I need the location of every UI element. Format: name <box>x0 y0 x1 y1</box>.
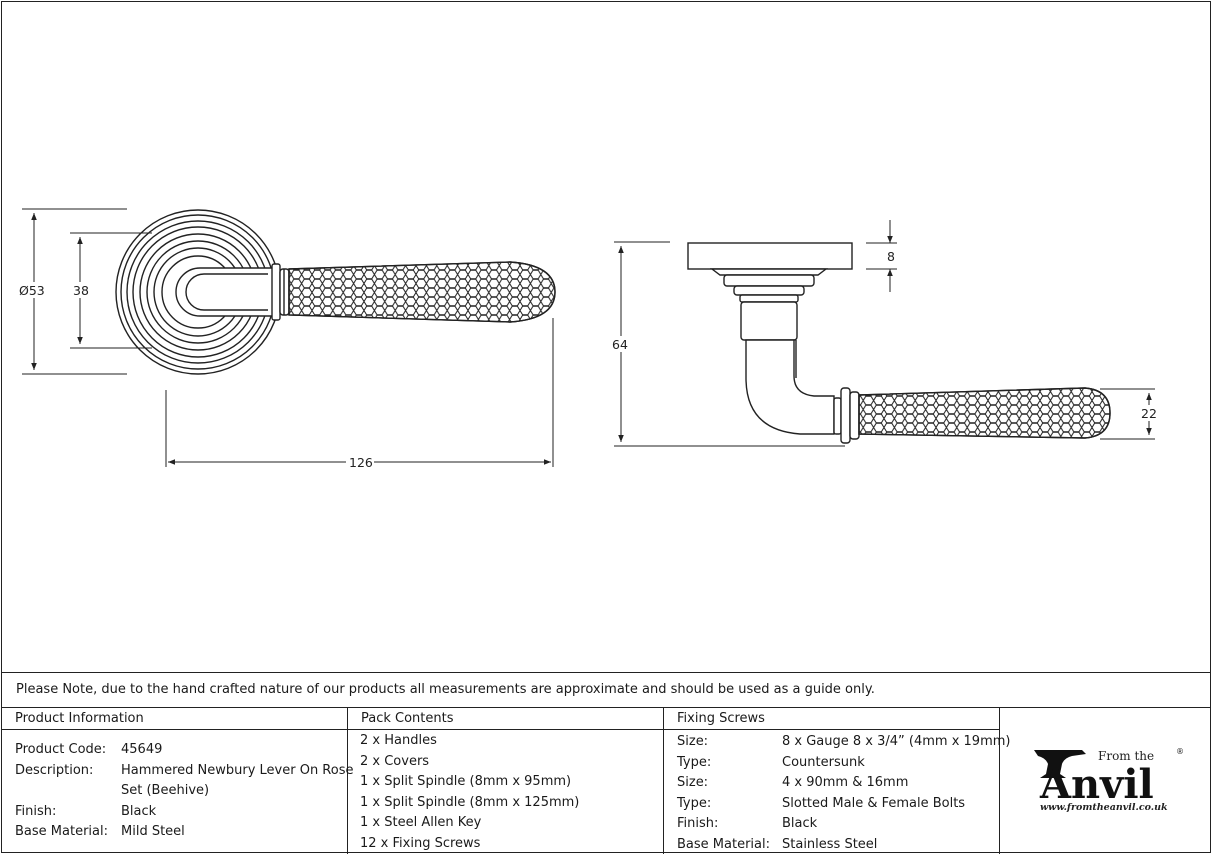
front-view <box>115 209 556 375</box>
logo-url: www.fromtheanvil.co.uk <box>1040 802 1168 813</box>
info-row: Set (Beehive) <box>121 783 210 798</box>
pack-item: 2 x Covers <box>360 753 430 769</box>
product-information-panel: Product Information Product Code:45649 D… <box>2 708 354 854</box>
screw-row: Type:Slotted Male & Female Bolts <box>677 795 966 811</box>
product-information-title: Product Information <box>2 708 347 730</box>
overall-length-label: 126 <box>349 455 373 470</box>
pack-contents-panel: Pack Contents 2 x Handles 2 x Covers 1 x… <box>348 708 664 854</box>
info-row: Finish:Black <box>15 803 157 819</box>
disclaimer-note: Please Note, due to the hand crafted nat… <box>2 672 1210 708</box>
side-view <box>687 242 1111 444</box>
technical-drawing: Ø53 38 126 64 8 22 <box>19 208 1157 470</box>
anvil-logo: From the ® Anvil www.fromtheanvil.co.uk <box>1034 747 1184 813</box>
screw-row: Type:Countersunk <box>677 754 865 770</box>
pack-item: 12 x Fixing Screws <box>360 835 481 851</box>
info-row: Product Code:45649 <box>15 742 163 757</box>
elbow <box>745 339 835 435</box>
pack-item: 1 x Split Spindle (8mm x 125mm) <box>360 794 580 810</box>
shank <box>740 301 798 341</box>
screw-row: Size:8 x Gauge 8 x 3/4” (4mm x 19mm) <box>677 734 1011 749</box>
info-row: Base Material:Mild Steel <box>15 824 185 839</box>
fixing-screws-panel: Fixing Screws Size:8 x Gauge 8 x 3/4” (4… <box>664 708 1011 854</box>
lever-collar <box>271 263 281 321</box>
screw-row: Finish:Black <box>677 816 818 831</box>
front-dimensions <box>22 208 554 467</box>
grip-width-label: 22 <box>1141 406 1157 421</box>
pack-item: 2 x Handles <box>360 733 437 748</box>
inner-diameter-label: 38 <box>73 283 89 298</box>
screw-row: Base Material:Stainless Steel <box>677 836 878 852</box>
projection-label: 64 <box>612 337 628 352</box>
pack-item: 1 x Split Spindle (8mm x 95mm) <box>360 774 572 789</box>
rose-thickness-label: 8 <box>887 249 895 264</box>
fixing-screws-title: Fixing Screws <box>664 708 999 730</box>
logo-registered: ® <box>1176 747 1184 756</box>
pack-item: 1 x Steel Allen Key <box>360 815 482 830</box>
rose-plate <box>687 242 853 270</box>
side-grip <box>858 387 1111 439</box>
info-row: Description:Hammered Newbury Lever On Ro… <box>15 762 354 778</box>
anvil-icon <box>1034 750 1086 778</box>
logo-brand: Anvil <box>1039 761 1154 808</box>
lever-neck <box>175 267 275 317</box>
rose-diameter-label: Ø53 <box>19 283 45 298</box>
logo-from-the: From the <box>1098 749 1154 763</box>
brand-logo-panel: From the ® Anvil www.fromtheanvil.co.uk <box>1000 708 1210 854</box>
screw-row: Size:4 x 90mm & 16mm <box>677 775 909 790</box>
pack-contents-title: Pack Contents <box>348 708 663 730</box>
lever-grip <box>288 261 556 323</box>
